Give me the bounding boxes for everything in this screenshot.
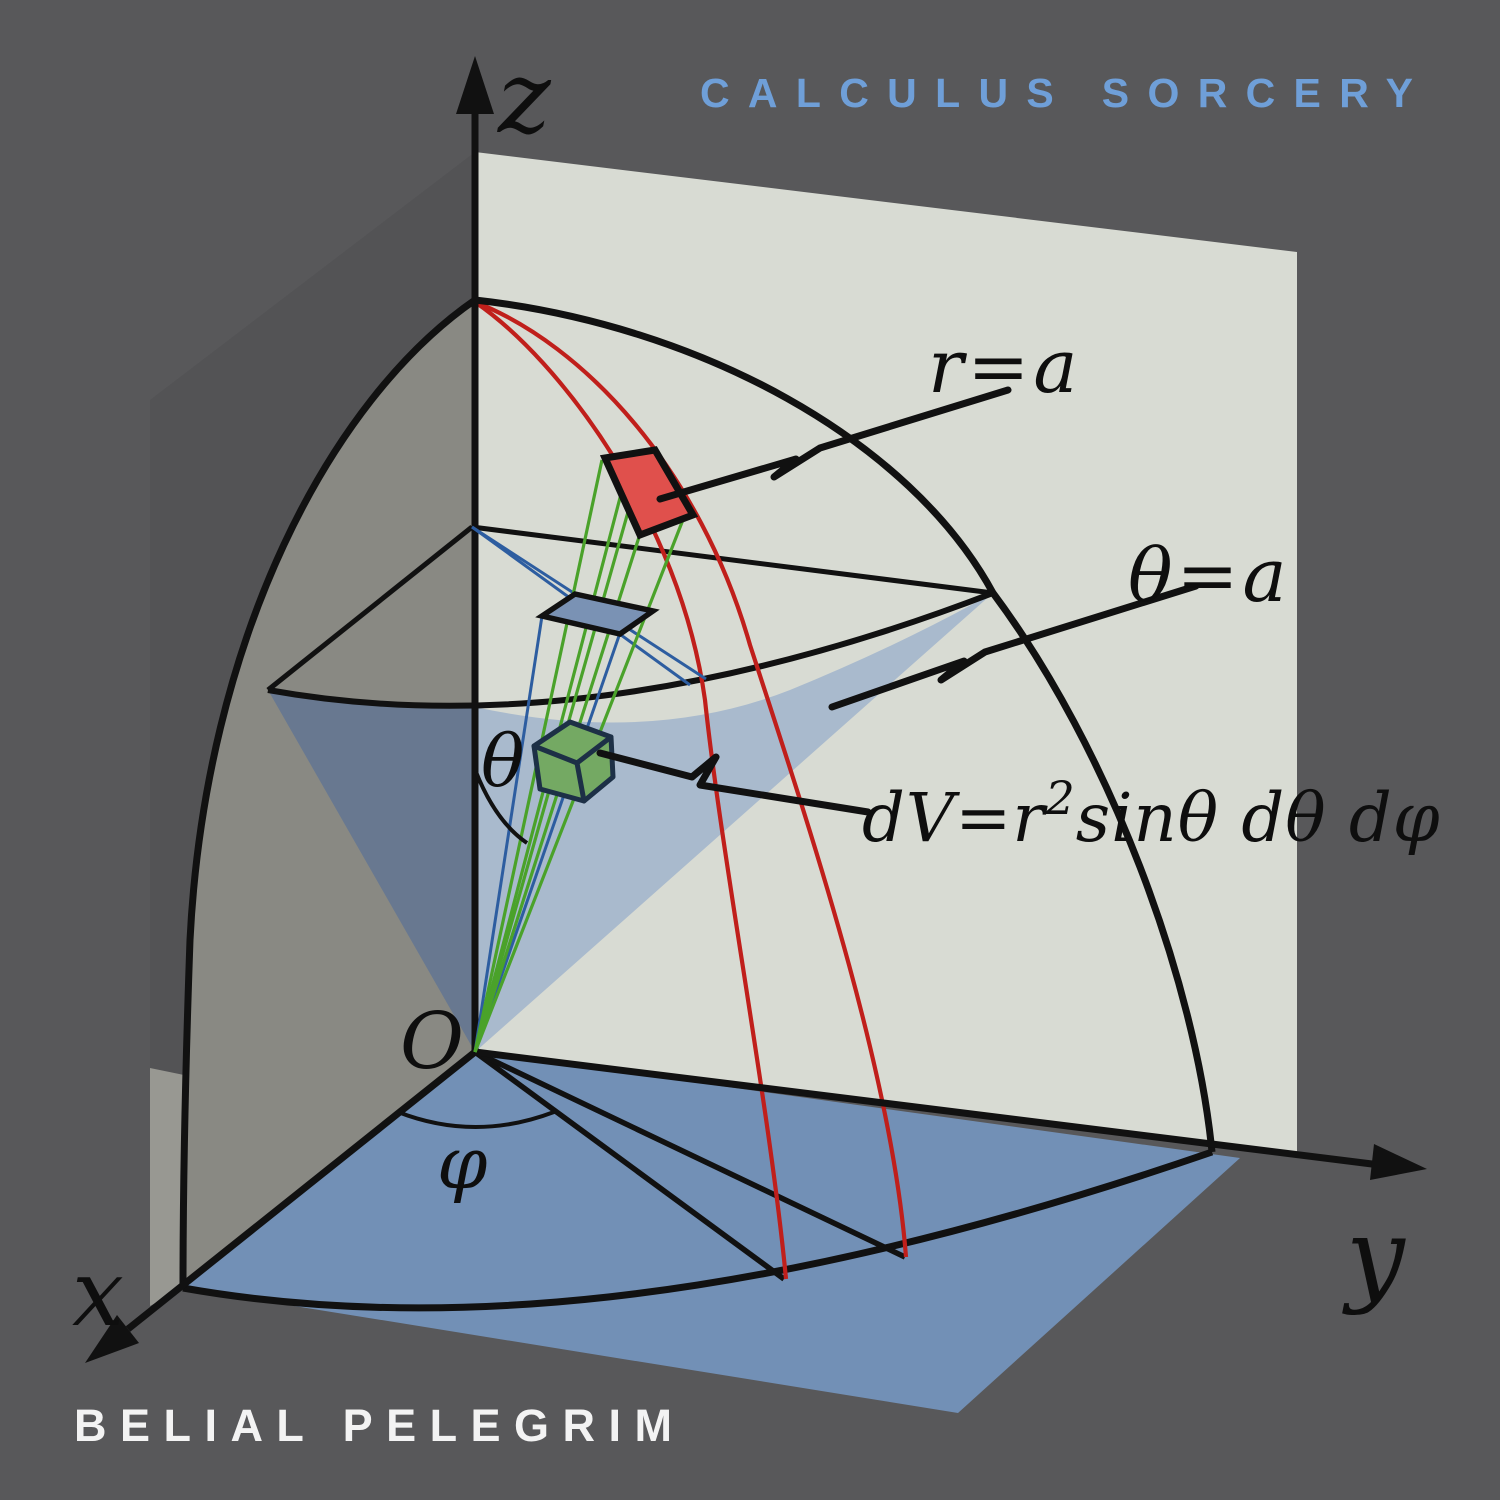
- disc-rim: [267, 590, 995, 709]
- dv-formula-superscript: 2: [1044, 771, 1075, 825]
- label-theta-eq-a: θ=a: [1128, 533, 1291, 619]
- side-plane-strip: [150, 1068, 184, 1306]
- z-axis-label: z: [497, 39, 552, 156]
- blue-ray-4: [473, 632, 622, 1053]
- dv-formula-base: dV=r: [862, 779, 1048, 857]
- cone-inner-surface: [475, 593, 993, 1052]
- leader-dv-formula: [596, 749, 872, 816]
- theta-angle-arc: [474, 771, 529, 845]
- phi-angle-arc: [397, 1110, 555, 1129]
- x-axis-line: [125, 1049, 478, 1332]
- label-r-eq-a: r=a: [928, 324, 1082, 410]
- leader-r-eq-a: [656, 386, 1012, 503]
- red-meridian-left: [473, 300, 789, 1280]
- projected-patch-blue: [535, 591, 660, 637]
- leader-line-group: [596, 386, 1200, 816]
- sphere-meridian-left: [179, 297, 477, 1289]
- z-axis-arrowhead: [456, 56, 494, 114]
- cone-outer-surface: [268, 690, 475, 1052]
- red-meridian-right: [474, 300, 909, 1258]
- y-axis-line: [474, 1048, 1381, 1169]
- phi-sector-line-2: [473, 1049, 907, 1260]
- disc-chord-left: [266, 525, 474, 692]
- artist-name: BELIAL PELEGRIM: [74, 1400, 686, 1451]
- dv-formula-rest: sinθ dθ dφ: [1076, 779, 1441, 857]
- phi-angle-label: φ: [437, 1121, 488, 1205]
- origin-label: O: [400, 997, 464, 1087]
- phi-sector-line-1: [473, 1049, 786, 1282]
- theta-angle-label: θ: [481, 719, 524, 803]
- x-axis-arrowhead: [85, 1315, 139, 1363]
- y-axis-arrowhead: [1370, 1144, 1427, 1180]
- floor-plane: [183, 1052, 1240, 1413]
- disc-chord-right: [471, 524, 994, 596]
- y-axis-label: y: [1342, 1195, 1406, 1317]
- volume-cube-inner-edges: [531, 734, 614, 804]
- volume-element-cube: [531, 719, 616, 804]
- label-dv-formula: dV=r2sinθ dθ dφ: [862, 771, 1441, 857]
- area-element-red-patch: [599, 446, 699, 540]
- album-title: CALCULUS SORCERY: [700, 70, 1426, 116]
- x-axis-label: x: [72, 1240, 124, 1347]
- leader-theta-eq-a: [828, 582, 1200, 711]
- sphere-meridian-right: [474, 296, 1216, 1153]
- sphere-equator: [182, 1148, 1214, 1312]
- blue-ray-3: [473, 615, 544, 1053]
